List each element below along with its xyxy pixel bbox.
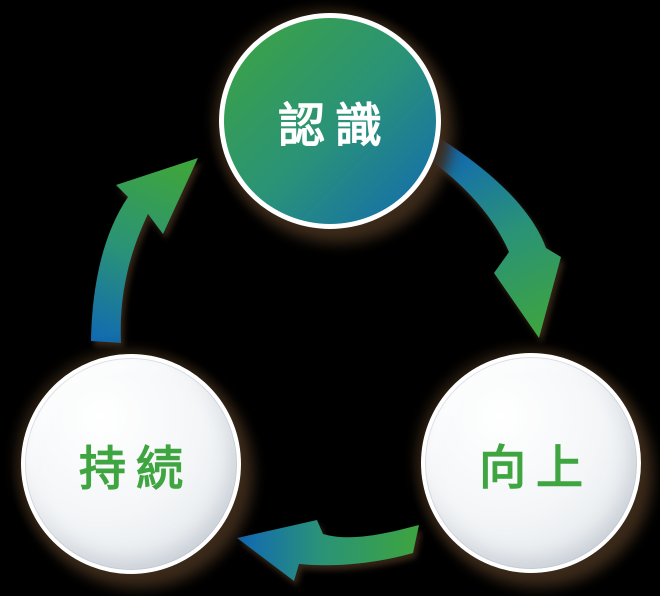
node-koujou: 向上 [421, 353, 641, 573]
arrow-koujou-to-jizoku [237, 520, 419, 581]
node-jizoku-label: 持続 [79, 441, 193, 495]
arrow-ninshiki-to-koujou [413, 134, 561, 338]
node-ninshiki: 認識 [219, 13, 441, 229]
node-koujou-label: 向上 [479, 440, 593, 494]
node-jizoku: 持続 [21, 354, 241, 574]
node-ninshiki-label: 認識 [278, 98, 392, 152]
arrow-jizoku-to-ninshiki [91, 158, 198, 343]
